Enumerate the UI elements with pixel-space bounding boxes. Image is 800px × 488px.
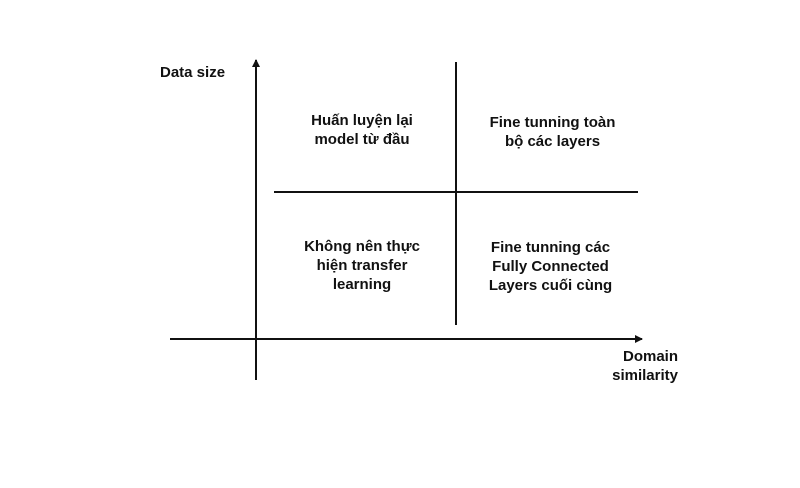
quadrant-top-left-text: Huấn luyện lại model từ đầu xyxy=(311,112,413,148)
quadrant-bottom-left-text: Không nên thực hiện transfer learning xyxy=(304,238,420,293)
quadrant-top-right-text: Fine tunning toàn bộ các layers xyxy=(489,114,616,150)
quadrant-bottom-right-text: Fine tunning các Fully Connected Layers … xyxy=(488,239,613,294)
y-axis-label: Data size xyxy=(160,64,226,81)
x-axis-label: Domain similarity xyxy=(612,348,678,384)
